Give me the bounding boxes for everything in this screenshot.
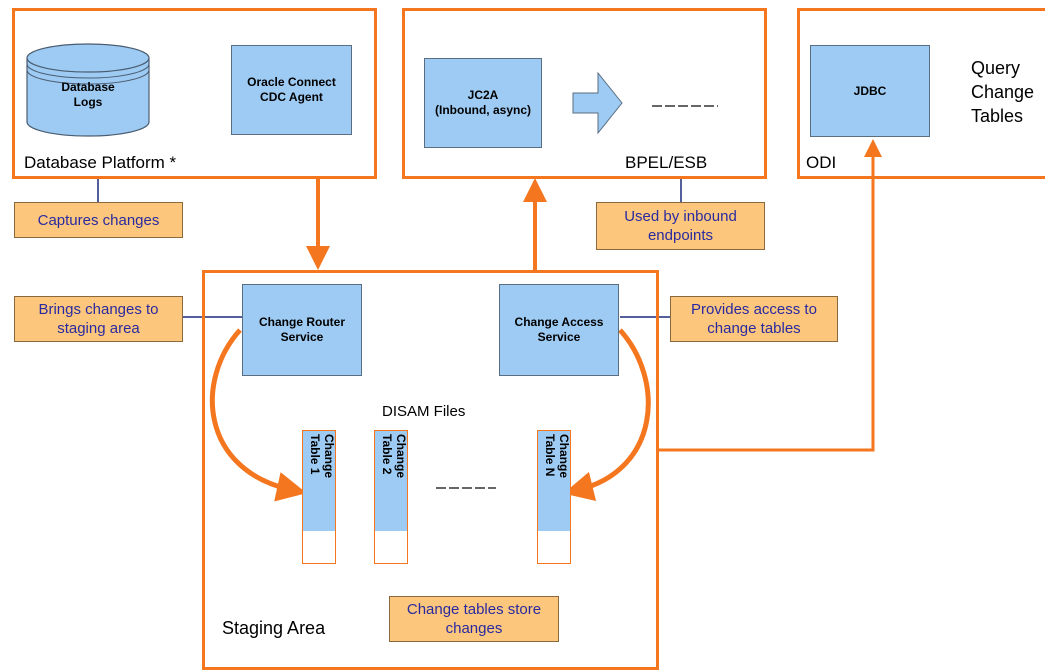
- curve-access-to-tables: [563, 328, 651, 501]
- change-table-2-label: Change Table 2: [380, 434, 408, 479]
- odi-label: ODI: [806, 153, 837, 172]
- database-platform-frame: [12, 8, 377, 179]
- bpel-esb-label: BPEL/ESB: [625, 153, 708, 172]
- connector-layer: [97, 71, 882, 502]
- change-table-1: Change Table 1: [302, 430, 336, 564]
- curve-router-to-tables: [209, 328, 307, 502]
- change-table-1-label: Change Table 1: [308, 434, 336, 479]
- jc2a-box: JC2A (Inbound, async): [424, 58, 542, 148]
- staging-area-label: Staging Area: [222, 618, 326, 638]
- provides-access-note: Provides access to change tables: [670, 296, 838, 342]
- jdbc-box: JDBC: [810, 45, 930, 137]
- change-table-n-label: Change Table N: [543, 434, 571, 479]
- change-table-2: Change Table 2: [374, 430, 408, 564]
- query-change-tables-label: Query Change Tables: [971, 58, 1035, 126]
- database-platform-label: Database Platform *: [24, 153, 177, 172]
- brings-changes-note: Brings changes to staging area: [14, 296, 183, 342]
- database-logs-cylinder: [26, 43, 150, 137]
- used-by-inbound-note: Used by inbound endpoints: [596, 202, 765, 250]
- change-tables-store-note: Change tables store changes: [389, 596, 559, 642]
- captures-changes-note: Captures changes: [14, 202, 183, 238]
- odi-frame: [797, 8, 1045, 179]
- change-router-service-box: Change Router Service: [242, 284, 362, 376]
- bpel-esb-frame: [402, 8, 767, 179]
- change-table-n: Change Table N: [537, 430, 571, 564]
- disam-files-label: DISAM Files: [382, 403, 466, 420]
- block-arrow-icon: [572, 71, 623, 135]
- cdc-agent-box: Oracle Connect CDC Agent: [231, 45, 352, 135]
- change-access-service-box: Change Access Service: [499, 284, 619, 376]
- arrow-staging-to-jdbc: [657, 139, 882, 452]
- database-logs-label: Database Logs: [61, 80, 115, 109]
